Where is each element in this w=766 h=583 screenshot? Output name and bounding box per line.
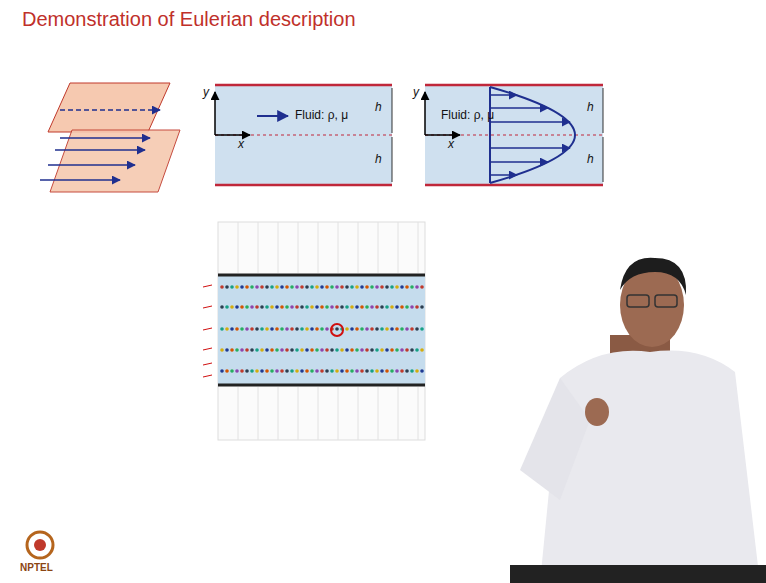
presenter-figure bbox=[510, 258, 766, 583]
channel-panel bbox=[215, 85, 392, 185]
axis-label: y bbox=[413, 86, 419, 99]
nptel-logo bbox=[27, 532, 53, 558]
axis-label: y bbox=[203, 86, 209, 99]
particle-simulation bbox=[203, 222, 425, 440]
axis-label: x bbox=[238, 138, 244, 151]
fluid-label: Fluid: ρ, μ bbox=[441, 109, 494, 122]
slide-title: Demonstration of Eulerian description bbox=[22, 8, 356, 30]
dimension-label: h bbox=[587, 153, 594, 166]
dimension-label: h bbox=[375, 153, 382, 166]
dimension-label: h bbox=[587, 101, 594, 114]
axis-label: x bbox=[448, 138, 454, 151]
channel-profile-panel bbox=[425, 85, 603, 185]
channel-panel: Fluid: ρ, μ h h bbox=[425, 85, 603, 185]
logo-text: NPTEL bbox=[20, 562, 53, 573]
dimension-label: h bbox=[375, 101, 382, 114]
fluid-label: Fluid: ρ, μ bbox=[295, 109, 348, 122]
plates-sketch bbox=[40, 83, 180, 192]
channel-panel: Fluid: ρ, μ h h bbox=[215, 85, 392, 185]
